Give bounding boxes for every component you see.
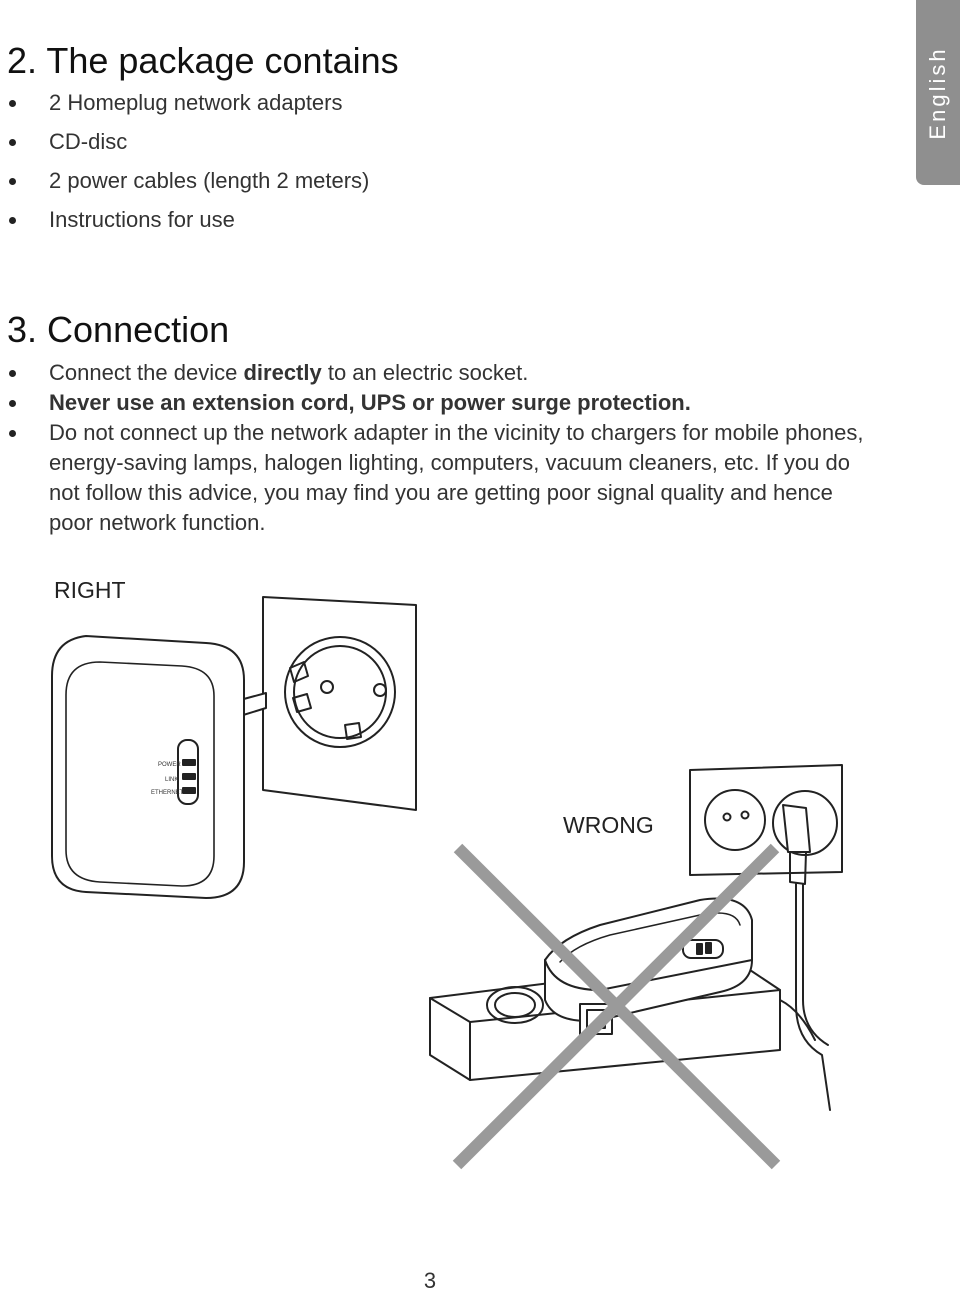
connection-list: Connect the device directly to an electr… bbox=[0, 358, 880, 538]
led-label-power: POWER bbox=[158, 762, 181, 768]
item-text-bold: directly bbox=[243, 360, 322, 385]
wall-socket-icon bbox=[262, 596, 417, 811]
power-plug-icon bbox=[782, 804, 831, 1111]
item-text: Connect the device bbox=[49, 360, 244, 385]
page-number: 3 bbox=[423, 1268, 437, 1293]
led-label-ethernet: ETHERNET bbox=[151, 790, 184, 796]
list-item: Connect the device directly to an electr… bbox=[0, 358, 880, 388]
list-item: 2 power cables (length 2 meters) bbox=[0, 166, 369, 205]
language-tab: English bbox=[916, 0, 960, 185]
package-section-title: 2. The package contains bbox=[7, 40, 399, 81]
list-item: Do not connect up the network adapter in… bbox=[0, 418, 880, 538]
package-contents-list: 2 Homeplug network adapters CD-disc 2 po… bbox=[0, 88, 369, 244]
list-item-warning: Never use an extension cord, UPS or powe… bbox=[0, 388, 880, 418]
wrong-cross-icon bbox=[452, 843, 781, 1170]
network-adapter-icon bbox=[51, 635, 267, 899]
connection-section-title: 3. Connection bbox=[7, 309, 230, 350]
list-item: 2 Homeplug network adapters bbox=[0, 88, 369, 127]
right-label: RIGHT bbox=[54, 577, 126, 603]
led-labels: POWER LINK ETHERNET bbox=[151, 762, 184, 796]
item-text: to an electric socket. bbox=[321, 360, 529, 385]
list-item: CD-disc bbox=[0, 127, 369, 166]
list-item: Instructions for use bbox=[0, 205, 369, 244]
wrong-label: WRONG bbox=[563, 812, 654, 838]
led-label-link: LINK bbox=[165, 777, 178, 783]
